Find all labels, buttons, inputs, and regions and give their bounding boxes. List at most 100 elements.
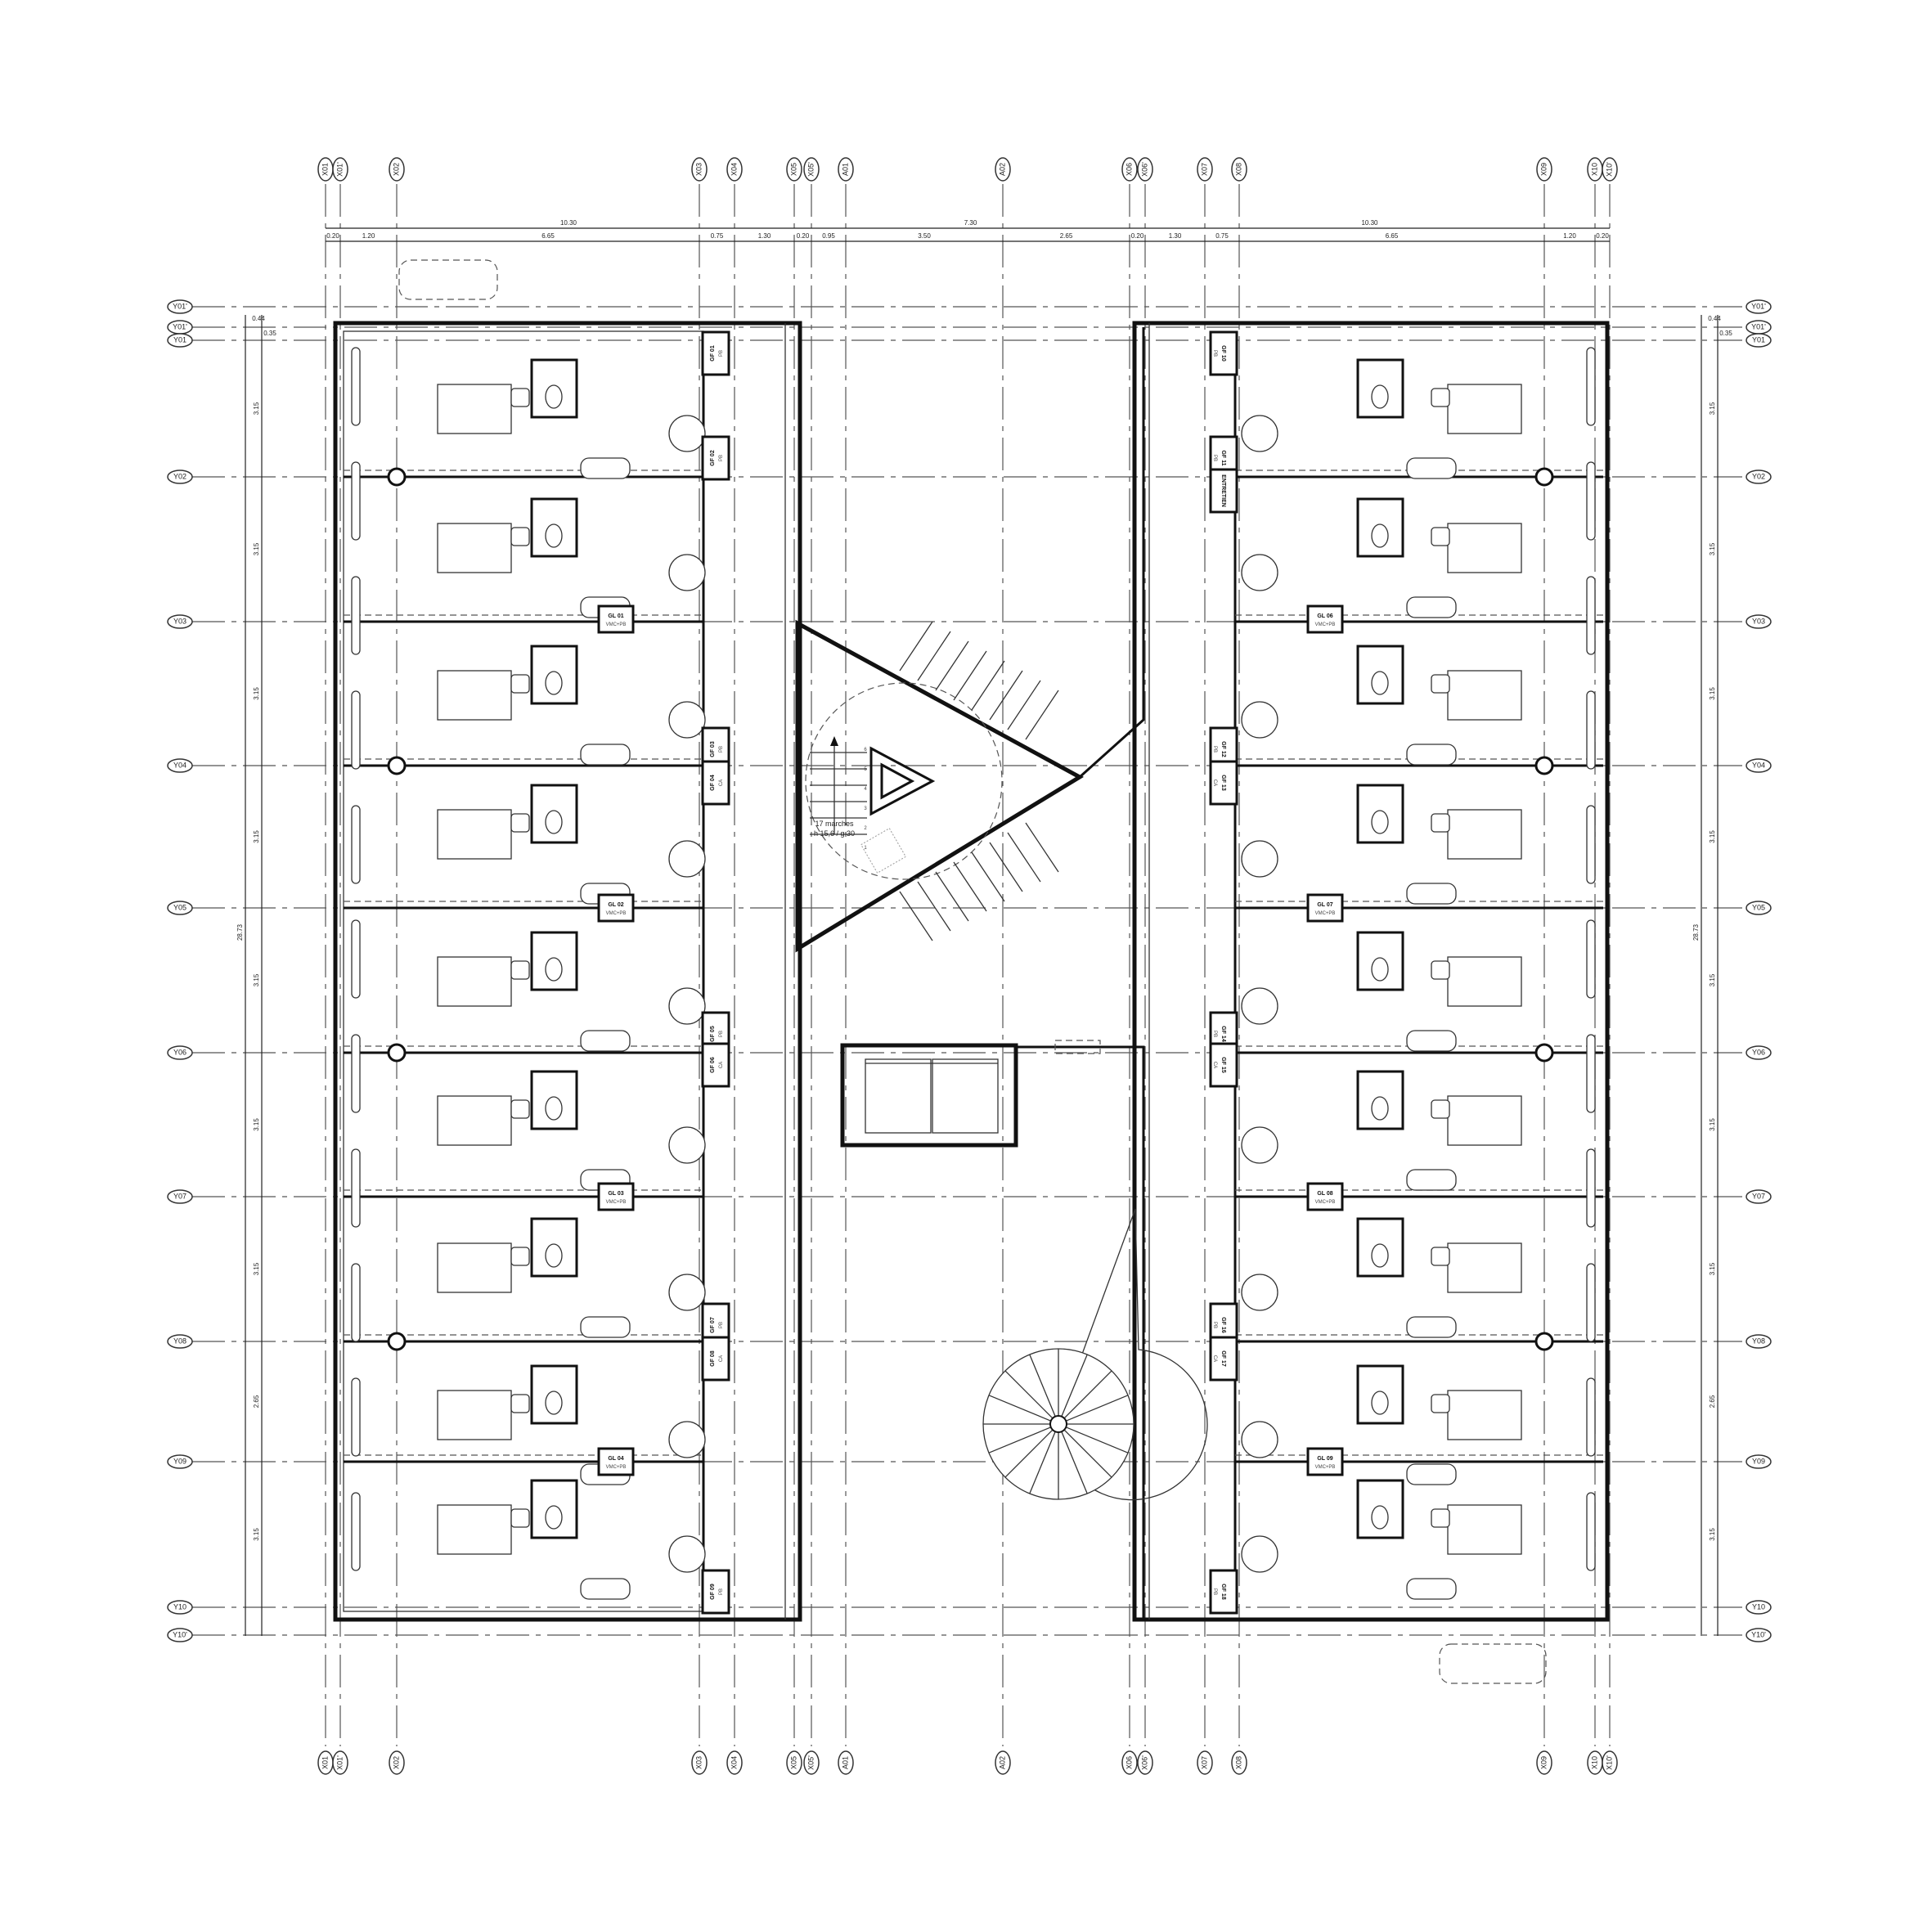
dimension-text: 3.15 <box>253 1528 260 1541</box>
radiator <box>1586 347 1596 426</box>
shaft-type: PB <box>1212 746 1217 753</box>
elevator-car-left <box>865 1058 932 1134</box>
grid-label-x: X01' <box>335 162 344 177</box>
desk <box>1406 1316 1457 1338</box>
grid-bubble <box>332 157 348 182</box>
dimension-text: 0.35 <box>1719 330 1732 337</box>
grid-bubble <box>1231 157 1247 182</box>
dimension-text: 1.20 <box>362 232 375 240</box>
grid-bubble <box>1746 1189 1772 1204</box>
spiral-step <box>1061 1354 1088 1418</box>
grid-bubble <box>1121 1750 1138 1775</box>
shaft-code: GF 18 <box>1220 1584 1226 1600</box>
grid-label-y: Y03 <box>1752 617 1765 625</box>
left-wing <box>333 321 802 1622</box>
pillow <box>510 1394 530 1413</box>
stair-step <box>971 851 1005 902</box>
dimension-text: 3.15 <box>1709 402 1716 415</box>
pillow <box>1431 1394 1450 1413</box>
right-rooms <box>1235 347 1603 1600</box>
technical-shaft <box>701 435 730 481</box>
radiator <box>351 690 361 770</box>
dimension-text: 3.15 <box>253 830 260 843</box>
grid-label-x: X01' <box>335 1755 344 1770</box>
grid-bubble <box>1602 1750 1618 1775</box>
round-table <box>668 1421 706 1458</box>
desk <box>580 457 631 479</box>
grid-bubble <box>167 1189 193 1204</box>
grid-label-y: Y01' <box>1751 302 1766 310</box>
grid-bubble <box>1536 157 1552 182</box>
dimension-text: 2.65 <box>1060 232 1073 240</box>
radiator <box>351 1263 361 1342</box>
shaft-code: GF 17 <box>1220 1350 1226 1367</box>
grid-bubble <box>167 901 193 915</box>
desk <box>1406 1030 1457 1052</box>
elevator-car-right <box>932 1058 999 1134</box>
pillow <box>1431 1099 1450 1119</box>
stair-step <box>953 861 987 912</box>
grid-bubble <box>1746 1628 1772 1642</box>
dimension-text: 3.50 <box>918 232 931 240</box>
spiral-step <box>1063 1429 1112 1478</box>
spiral-steps <box>983 1349 1134 1499</box>
stair-step <box>917 881 951 932</box>
grid-bubble <box>1137 157 1153 182</box>
duct-type: VMC+PB <box>606 1465 627 1470</box>
window-symbol <box>1054 1040 1101 1054</box>
grid-label-y: Y10' <box>173 1630 187 1638</box>
round-table <box>1241 1126 1278 1164</box>
dimension-text: 3.15 <box>1709 1262 1716 1275</box>
grid-label-y: Y10 <box>173 1602 186 1611</box>
technical-shaft <box>1209 760 1238 806</box>
shaft-code: GF 12 <box>1220 741 1226 757</box>
grid-label-y: Y10' <box>1751 1630 1766 1638</box>
dimension-text: 3.15 <box>253 973 260 986</box>
round-table <box>668 415 706 452</box>
shaft-type: PB <box>1212 1588 1217 1595</box>
desk <box>1406 457 1457 479</box>
grid-label-y: Y01 <box>1752 335 1765 344</box>
grid-label-y: Y03 <box>173 617 186 625</box>
grid-label-x: X01 <box>321 1756 329 1769</box>
dimension-text: 3.15 <box>1709 1118 1716 1131</box>
round-table <box>668 1274 706 1311</box>
shaft-code: GF 10 <box>1220 345 1226 362</box>
grid-bubble <box>167 1600 193 1615</box>
grid-label-y: Y07 <box>173 1192 186 1200</box>
grid-label-y: Y02 <box>1752 472 1765 480</box>
shaft-type: CA <box>1212 1062 1217 1068</box>
grid-bubble <box>838 157 854 182</box>
technical-shaft <box>701 1336 730 1382</box>
duct-code: GL 08 <box>1317 1191 1332 1197</box>
round-table <box>668 1535 706 1573</box>
pillow <box>1431 960 1450 980</box>
grid-label-y: Y06 <box>173 1048 186 1056</box>
grid-label-x: X02 <box>392 163 400 176</box>
grid-label-x: X05' <box>806 162 815 177</box>
dimension-text: 1.20 <box>1563 232 1576 240</box>
bed <box>1447 1242 1522 1293</box>
duct-type: VMC+PB <box>606 622 627 627</box>
stair-step-number: 5 <box>864 767 867 772</box>
toilet <box>545 810 563 834</box>
grid-label-x: X07 <box>1200 163 1208 176</box>
grid-bubble <box>1197 157 1213 182</box>
grid-bubble <box>786 1750 802 1775</box>
grid-label-y: Y02 <box>173 472 186 480</box>
elevator-shaft <box>840 1043 1018 1148</box>
grid-label-y: Y09 <box>173 1457 186 1465</box>
ventilation-duct <box>597 604 635 634</box>
round-table <box>1241 701 1278 739</box>
stair-diagonal-wall <box>1078 327 1145 779</box>
bed <box>1447 1390 1522 1440</box>
round-table <box>1241 554 1278 591</box>
bike-rack-bottom <box>1439 1643 1547 1684</box>
grid-label-y: Y05 <box>1752 903 1765 911</box>
round-table <box>1241 415 1278 452</box>
grid-bubble <box>838 1750 854 1775</box>
shaft-code: GF 15 <box>1220 1057 1226 1073</box>
radiator <box>1586 690 1596 770</box>
